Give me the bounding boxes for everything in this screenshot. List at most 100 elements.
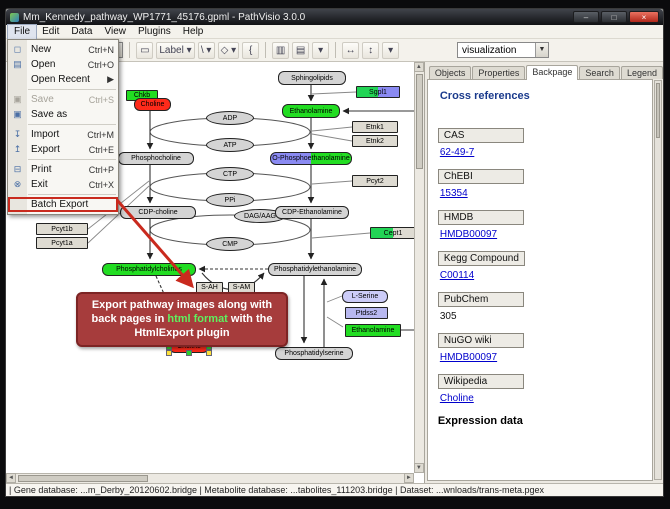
node-cmp[interactable]: CMP xyxy=(206,237,254,251)
annotation-highlight: html format xyxy=(167,312,228,325)
scrollbar-thumb[interactable] xyxy=(18,475,148,482)
scroll-left-icon[interactable]: ◄ xyxy=(6,473,16,483)
xref-link[interactable]: HMDB00097 xyxy=(439,352,498,363)
node-pcyt1b[interactable]: Pcyt1b xyxy=(36,223,88,235)
node-choline-top[interactable]: Choline xyxy=(134,98,171,111)
menu-item-open-recent[interactable]: Open Recent▶ xyxy=(8,72,118,87)
minimize-button[interactable]: – xyxy=(573,11,599,23)
node-l-serine[interactable]: L-Serine xyxy=(342,290,388,303)
xref-source-header: PubChem xyxy=(437,292,524,307)
sidebar-scrollbar[interactable] xyxy=(654,80,662,480)
node-ethanolamine-top[interactable]: Ethanolamine xyxy=(282,104,340,118)
align-horizontal-icon[interactable]: ▥ xyxy=(272,41,290,59)
save-as-icon: ▣ xyxy=(13,109,22,119)
visualization-combo[interactable]: visualization ▼ xyxy=(457,42,549,58)
node-etnk2[interactable]: Etnk2 xyxy=(352,135,398,147)
xref-link[interactable]: Choline xyxy=(439,393,474,404)
menu-data[interactable]: Data xyxy=(71,25,93,37)
node-pcyt2[interactable]: Pcyt2 xyxy=(352,175,398,187)
tab-objects[interactable]: Objects xyxy=(428,66,472,79)
size-menu-icon[interactable]: ▾ xyxy=(382,41,400,59)
scroll-up-icon[interactable]: ▲ xyxy=(413,62,424,72)
exit-icon: ⊗ xyxy=(13,179,22,189)
new-file-icon: ◻ xyxy=(13,44,22,54)
selection-handle[interactable] xyxy=(166,350,172,356)
node-sgpl1[interactable]: Sgpl1 xyxy=(356,86,400,98)
menu-item-label: Exit xyxy=(31,179,48,190)
tab-properties[interactable]: Properties xyxy=(472,66,526,79)
menu-help[interactable]: Help xyxy=(182,25,204,37)
common-height-icon[interactable]: ↕ xyxy=(362,41,380,59)
menu-plugins[interactable]: Plugins xyxy=(137,25,171,37)
menu-item-batch-export[interactable]: Batch Export xyxy=(8,197,118,212)
xref-link[interactable]: 62-49-7 xyxy=(439,147,475,158)
node-ctp[interactable]: CTP xyxy=(206,167,254,181)
scroll-right-icon[interactable]: ► xyxy=(403,473,414,483)
node-phosphocholine[interactable]: Phosphocholine xyxy=(118,152,194,165)
line-tool-icon[interactable]: \ ▾ xyxy=(197,41,215,59)
maximize-button[interactable]: □ xyxy=(601,11,627,23)
xref-value: 305 xyxy=(439,311,457,322)
menu-edit[interactable]: Edit xyxy=(42,25,60,37)
scrollbar-thumb[interactable] xyxy=(656,83,660,138)
common-width-icon[interactable]: ↔ xyxy=(342,41,360,59)
node-phosphatidylethanolamine[interactable]: Phosphatidylethanolamine xyxy=(268,263,362,276)
menu-item-save-as[interactable]: ▣Save as xyxy=(8,107,118,122)
menu-view[interactable]: View xyxy=(104,25,126,37)
titlebar[interactable]: Mm_Kennedy_pathway_WP1771_45176.gpml - P… xyxy=(6,9,663,25)
node-phosphatidylcholines[interactable]: Phosphatidylcholines xyxy=(102,263,196,276)
scrollbar-thumb[interactable] xyxy=(415,74,423,169)
toolbar-buttons: ▭Label ▾\ ▾◇ ▾{▥▤▾↔↕▾ xyxy=(136,41,400,59)
node-etnk1[interactable]: Etnk1 xyxy=(352,121,398,133)
align-menu-icon[interactable]: ▾ xyxy=(312,41,330,59)
scroll-down-icon[interactable]: ▼ xyxy=(413,463,424,473)
pathvisio-window: Mm_Kennedy_pathway_WP1771_45176.gpml - P… xyxy=(5,8,664,497)
node-ppi[interactable]: PPi xyxy=(206,193,254,207)
shape-tool-icon[interactable]: ◇ ▾ xyxy=(217,41,240,59)
datanode-tool-icon[interactable]: ▭ xyxy=(136,41,154,59)
node-adp[interactable]: ADP xyxy=(206,111,254,125)
toolbar-separator xyxy=(335,42,337,58)
node-ptdss2[interactable]: Ptdss2 xyxy=(345,307,388,319)
node-cdp-choline[interactable]: CDP-choline xyxy=(120,206,196,219)
annotation-text: Export pathway images along with back pa… xyxy=(91,299,273,325)
node-cdp-ethanolamine[interactable]: CDP-Ethanolamine xyxy=(275,206,349,219)
brace-tool-icon[interactable]: { xyxy=(242,41,260,59)
label-tool-button[interactable]: Label ▾ xyxy=(156,41,195,59)
save-icon: ▣ xyxy=(13,94,22,104)
canvas-vertical-scrollbar[interactable]: ▲ ▼ xyxy=(413,62,424,473)
selection-handle[interactable] xyxy=(206,350,212,356)
toolbar-separator xyxy=(265,42,267,58)
node-o-phosphoethanolamine[interactable]: O-Phosphoethanolamine xyxy=(270,152,352,165)
node-atp[interactable]: ATP xyxy=(206,138,254,152)
chevron-down-icon[interactable]: ▼ xyxy=(535,43,548,57)
node-pcyt1a[interactable]: Pcyt1a xyxy=(36,237,88,249)
close-button[interactable]: × xyxy=(629,11,659,23)
tab-search[interactable]: Search xyxy=(579,66,620,79)
align-vertical-icon[interactable]: ▤ xyxy=(292,41,310,59)
node-cept1[interactable]: Cept1 xyxy=(370,227,416,239)
menu-item-label: Open Recent xyxy=(31,74,90,85)
node-sphingolipids[interactable]: Sphingolipids xyxy=(278,71,346,85)
node-phosphatidylserine[interactable]: Phosphatidylserine xyxy=(275,347,353,360)
tab-legend[interactable]: Legend xyxy=(620,66,663,79)
xref-link[interactable]: C00114 xyxy=(439,270,475,281)
menu-file[interactable]: File xyxy=(6,23,38,40)
selection-handle[interactable] xyxy=(186,350,192,356)
window-controls: – □ × xyxy=(573,11,659,23)
xref-link[interactable]: 15354 xyxy=(439,188,468,199)
menu-item-label: New xyxy=(31,44,52,55)
xref-link[interactable]: HMDB00097 xyxy=(439,229,498,240)
tab-backpage[interactable]: Backpage xyxy=(526,65,579,80)
node-dag[interactable]: DAG/AAG xyxy=(234,209,286,223)
node-ethanolamine-2[interactable]: Ethanolamine xyxy=(345,324,401,337)
canvas-horizontal-scrollbar[interactable]: ◄ ► xyxy=(6,473,414,483)
